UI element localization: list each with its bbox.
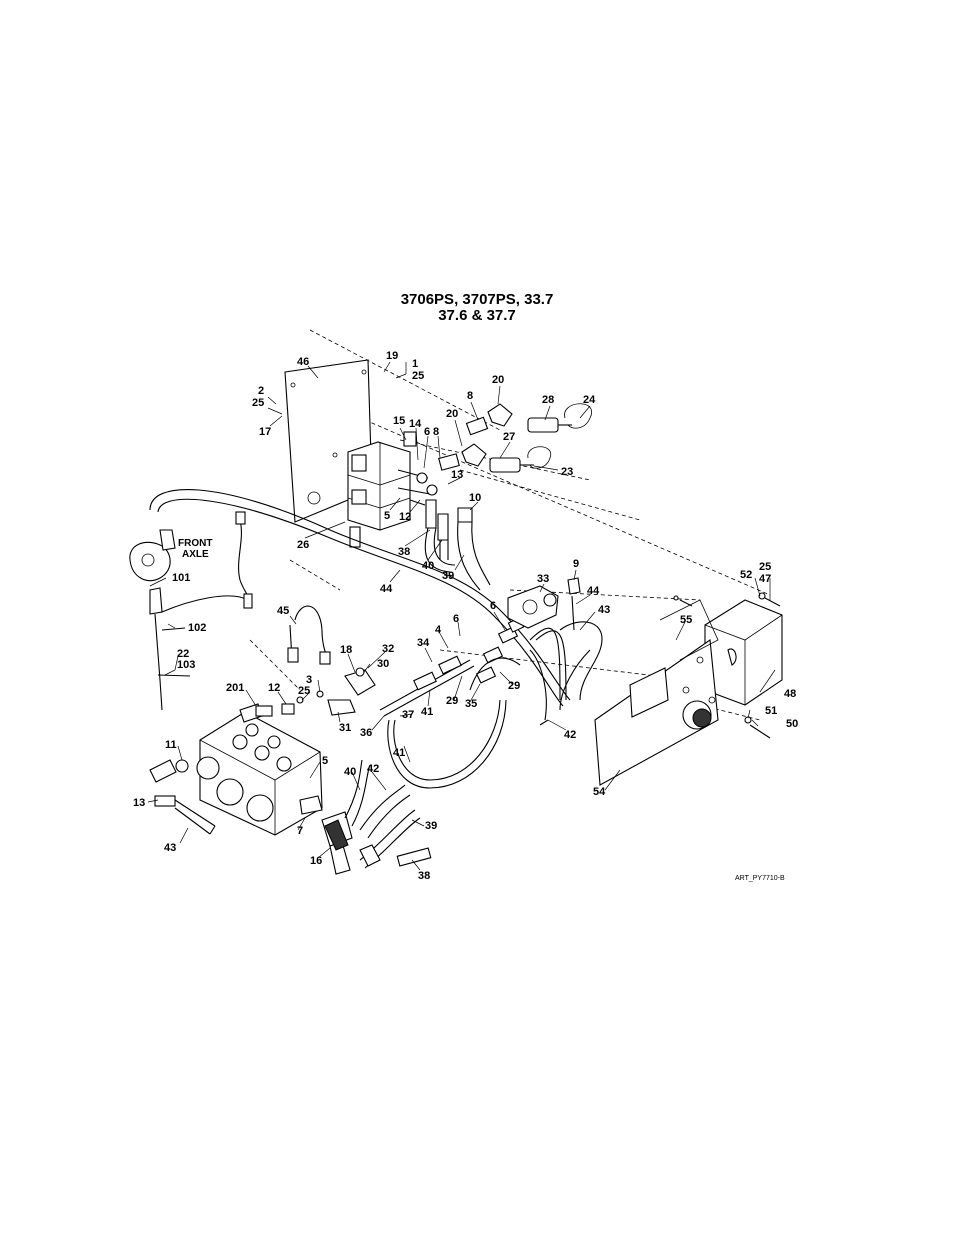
callout-54: 54 xyxy=(593,786,606,798)
callout-6: 6 xyxy=(424,426,430,438)
callout-20: 20 xyxy=(446,408,458,420)
callout-5: 5 xyxy=(384,510,390,522)
callout-6: 6 xyxy=(490,600,496,612)
callout-41: 41 xyxy=(421,706,433,718)
callout-40: 40 xyxy=(344,766,356,778)
callout-37: 37 xyxy=(402,709,414,721)
front-axle-label-line-1: FRONT xyxy=(178,538,212,549)
callout-13: 13 xyxy=(451,469,463,481)
callout-14: 14 xyxy=(409,418,422,430)
callout-46: 46 xyxy=(297,356,309,368)
callout-38: 38 xyxy=(398,546,410,558)
callout-34: 34 xyxy=(417,637,430,649)
callout-29: 29 xyxy=(508,680,520,692)
fitting-201 xyxy=(256,697,303,716)
callout-25: 25 xyxy=(298,685,310,697)
callout-35: 35 xyxy=(465,698,477,710)
callout-26: 26 xyxy=(297,539,309,551)
callout-24: 24 xyxy=(583,394,596,406)
callout-23: 23 xyxy=(561,466,573,478)
callout-30: 30 xyxy=(377,658,389,670)
callout-16: 16 xyxy=(310,855,322,867)
callout-45: 45 xyxy=(277,605,289,617)
callout-17: 17 xyxy=(259,426,271,438)
pump-cover xyxy=(705,600,782,705)
callout-8: 8 xyxy=(433,426,439,438)
callout-1: 1 xyxy=(412,358,418,370)
callout-20: 20 xyxy=(492,374,504,386)
bracket-54 xyxy=(595,600,718,785)
solenoid-valve-stack xyxy=(348,432,437,547)
hose-45 xyxy=(288,606,330,664)
callout-101: 101 xyxy=(172,572,190,584)
callout-51: 51 xyxy=(765,705,777,717)
callout-6: 6 xyxy=(453,613,459,625)
callout-29: 29 xyxy=(446,695,458,707)
valve-hoses xyxy=(425,500,490,590)
callout-9: 9 xyxy=(573,558,579,570)
callout-43: 43 xyxy=(598,604,610,616)
callout-25: 25 xyxy=(759,561,771,573)
callout-103: 103 xyxy=(177,659,195,671)
callout-201: 201 xyxy=(226,682,244,694)
callout-33: 33 xyxy=(537,573,549,585)
callout-42: 42 xyxy=(564,729,576,741)
callout-39: 39 xyxy=(425,820,437,832)
callout-12: 12 xyxy=(399,511,411,523)
callout-13: 13 xyxy=(133,797,145,809)
callout-12: 12 xyxy=(268,682,280,694)
callout-102: 102 xyxy=(188,622,206,634)
callout-40: 40 xyxy=(422,560,434,572)
callout-43: 43 xyxy=(164,842,176,854)
callout-25: 25 xyxy=(252,397,264,409)
callout-18: 18 xyxy=(340,644,352,656)
pump-assembly xyxy=(508,578,602,725)
callout-44: 44 xyxy=(587,585,600,597)
callout-52: 52 xyxy=(740,569,752,581)
callout-48: 48 xyxy=(784,688,796,700)
callout-50: 50 xyxy=(786,718,798,730)
callout-4: 4 xyxy=(435,624,442,636)
callout-25: 25 xyxy=(412,370,424,382)
callout-15: 15 xyxy=(393,415,405,427)
callout-2: 2 xyxy=(258,385,264,397)
callout-31: 31 xyxy=(339,722,351,734)
callout-39: 39 xyxy=(442,570,454,582)
valve-brackets xyxy=(317,668,375,715)
art-code: ART_PY7710-B xyxy=(735,875,785,882)
callout-10: 10 xyxy=(469,492,481,504)
callout-7: 7 xyxy=(297,825,303,837)
callout-5: 5 xyxy=(322,755,328,767)
callout-42: 42 xyxy=(367,763,379,775)
callout-8: 8 xyxy=(467,390,473,402)
callout-19: 19 xyxy=(386,350,398,362)
callout-28: 28 xyxy=(542,394,554,406)
callout-47: 47 xyxy=(759,573,771,585)
callout-44: 44 xyxy=(380,583,393,595)
callout-36: 36 xyxy=(360,727,372,739)
callout-27: 27 xyxy=(503,431,515,443)
callout-32: 32 xyxy=(382,643,394,655)
control-valve xyxy=(197,704,322,835)
callout-41: 41 xyxy=(393,747,405,759)
front-axle-label-line-2: AXLE xyxy=(182,549,209,560)
callout-38: 38 xyxy=(418,870,430,882)
callout-11: 11 xyxy=(165,739,177,751)
callout-55: 55 xyxy=(680,614,692,626)
